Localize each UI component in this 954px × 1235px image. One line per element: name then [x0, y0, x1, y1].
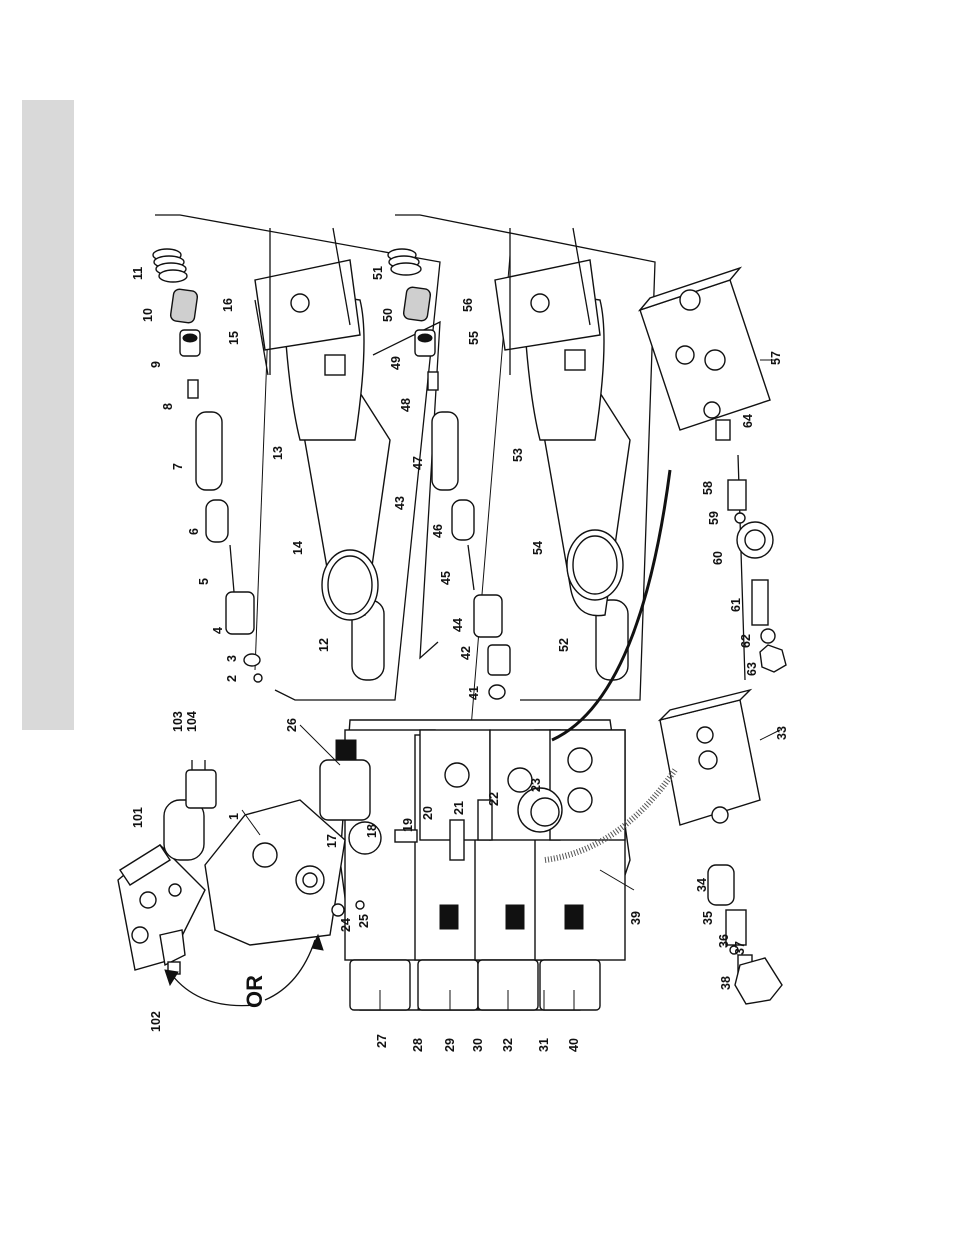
label-103: 103 [171, 711, 185, 732]
label-22: 22 [487, 792, 501, 806]
label-46: 46 [431, 524, 445, 538]
label-3: 3 [225, 655, 239, 662]
label-34: 34 [695, 878, 709, 892]
label-19: 19 [401, 818, 415, 832]
label-2: 2 [225, 675, 239, 682]
label-18: 18 [365, 824, 379, 838]
label-52: 52 [557, 638, 571, 652]
label-30: 30 [471, 1038, 485, 1052]
label-43: 43 [393, 496, 407, 510]
label-37: 37 [733, 941, 747, 955]
label-101: 101 [131, 807, 145, 828]
label-42: 42 [459, 646, 473, 660]
label-20: 20 [421, 806, 435, 820]
label-15: 15 [227, 331, 241, 345]
label-6: 6 [187, 528, 201, 535]
label-or: OR [242, 975, 267, 1008]
label-61: 61 [729, 598, 743, 612]
label-102: 102 [149, 1011, 163, 1032]
label-27: 27 [375, 1034, 389, 1048]
label-38: 38 [719, 976, 733, 990]
label-14: 14 [291, 541, 305, 555]
label-33: 33 [775, 726, 789, 740]
label-49: 49 [389, 356, 403, 370]
label-59: 59 [707, 511, 721, 525]
label-29: 29 [443, 1038, 457, 1052]
label-44: 44 [451, 618, 465, 632]
label-10: 10 [141, 308, 155, 322]
label-4: 4 [211, 627, 225, 634]
label-54: 54 [531, 541, 545, 555]
label-55: 55 [467, 331, 481, 345]
label-104: 104 [185, 711, 199, 732]
label-1: 1 [227, 813, 241, 820]
label-60: 60 [711, 551, 725, 565]
label-32: 32 [501, 1038, 515, 1052]
label-47: 47 [411, 456, 425, 470]
label-50: 50 [381, 308, 395, 322]
label-28: 28 [411, 1038, 425, 1052]
label-53: 53 [511, 448, 525, 462]
label-12: 12 [317, 638, 331, 652]
label-48: 48 [399, 398, 413, 412]
label-62: 62 [739, 634, 753, 648]
label-26: 26 [285, 718, 299, 732]
label-64: 64 [741, 414, 755, 428]
label-57: 57 [769, 351, 783, 365]
label-11: 11 [131, 267, 145, 280]
label-56: 56 [461, 298, 475, 312]
label-58: 58 [701, 481, 715, 495]
label-8: 8 [161, 403, 175, 410]
label-5: 5 [197, 578, 211, 585]
label-35: 35 [701, 911, 715, 925]
label-9: 9 [149, 361, 163, 368]
label-31: 31 [537, 1038, 551, 1052]
check-valve-parts [660, 690, 782, 1004]
label-7: 7 [171, 463, 185, 470]
label-16: 16 [221, 298, 235, 312]
label-23: 23 [529, 778, 543, 792]
label-13: 13 [271, 446, 285, 460]
lower-solenoid-parts [388, 228, 630, 740]
label-24: 24 [339, 918, 353, 932]
label-41: 41 [467, 686, 481, 700]
label-21: 21 [452, 801, 466, 815]
label-45: 45 [439, 571, 453, 585]
label-36: 36 [717, 934, 731, 948]
label-39: 39 [629, 911, 643, 925]
relief-valve-parts [640, 268, 786, 680]
label-17: 17 [325, 834, 339, 848]
label-51: 51 [371, 266, 385, 280]
label-25: 25 [357, 914, 371, 928]
label-63: 63 [745, 662, 759, 676]
label-40: 40 [567, 1038, 581, 1052]
